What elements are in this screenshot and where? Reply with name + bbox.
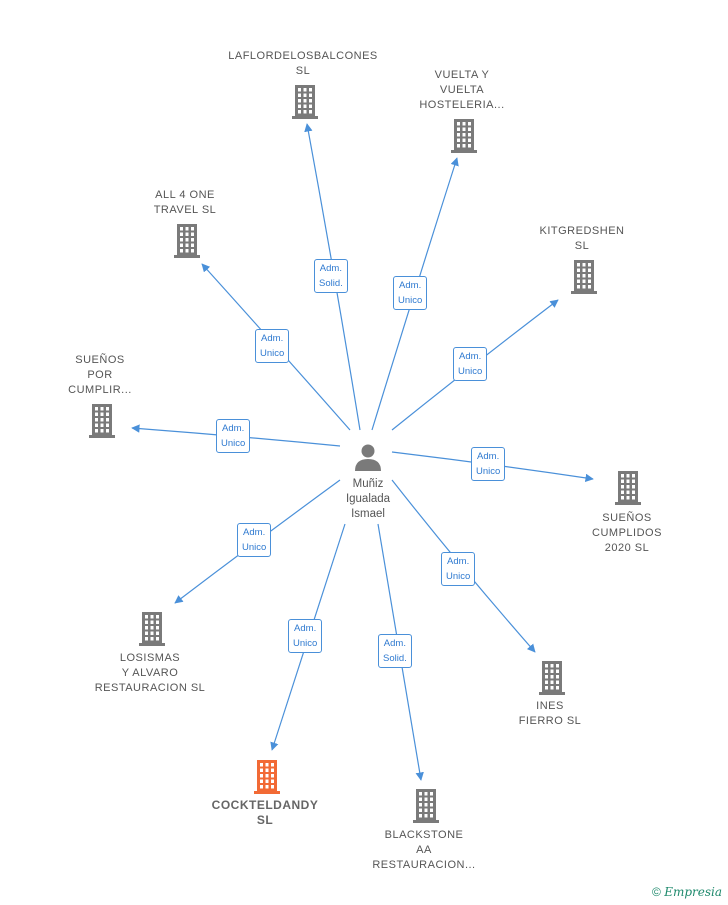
building-icon[interactable] xyxy=(292,85,318,119)
company-label-kitgredshen[interactable]: KITGREDSHEN SL xyxy=(539,225,625,252)
building-icon[interactable] xyxy=(615,471,641,505)
building-icon[interactable] xyxy=(139,612,165,646)
brand-name: Empresia xyxy=(664,885,722,899)
company-label-cockteldandy[interactable]: COCKTELDANDY SL xyxy=(211,798,319,827)
building-icon[interactable] xyxy=(174,224,200,258)
relation-badge: Adm. Unico xyxy=(216,419,251,453)
relation-badge: Adm. Unico xyxy=(393,276,428,310)
company-label-blackstone[interactable]: BLACKSTONE AA RESTAURACION... xyxy=(372,828,476,871)
company-label-laflor[interactable]: LAFLORDELOSBALCONES SL xyxy=(228,50,378,77)
relation-badge: Adm. Unico xyxy=(237,523,272,557)
person-name[interactable]: Muñiz Igualada Ismael xyxy=(345,478,391,520)
company-label-ines[interactable]: INES FIERRO SL xyxy=(518,700,582,727)
relation-badge: Adm. Unico xyxy=(441,552,476,586)
relation-badge: Adm. Unico xyxy=(288,619,323,653)
company-label-suenos2020[interactable]: SUEÑOS CUMPLIDOS 2020 SL xyxy=(592,511,662,554)
person-icon xyxy=(361,444,375,458)
company-label-suenospor[interactable]: SUEÑOS POR CUMPLIR... xyxy=(68,353,132,396)
building-icon[interactable] xyxy=(571,260,597,294)
building-icon[interactable] xyxy=(539,661,565,695)
footer-brand: © Empresia xyxy=(652,885,722,899)
relation-badge: Adm. Solid. xyxy=(314,259,348,293)
copyright-icon: © xyxy=(652,885,661,899)
company-label-vuelta[interactable]: VUELTA Y VUELTA HOSTELERIA... xyxy=(419,68,505,111)
building-icon[interactable] xyxy=(413,789,439,823)
person-icon-body xyxy=(355,459,381,471)
relation-badge: Adm. Unico xyxy=(255,329,290,363)
relation-badge: Adm. Unico xyxy=(453,347,488,381)
relation-badge: Adm. Unico xyxy=(471,447,506,481)
building-icon[interactable] xyxy=(254,760,280,794)
building-icon[interactable] xyxy=(89,404,115,438)
relation-badge: Adm. Solid. xyxy=(378,634,412,668)
building-icon[interactable] xyxy=(451,119,477,153)
company-label-allone[interactable]: ALL 4 ONE TRAVEL SL xyxy=(153,189,217,216)
person-node[interactable] xyxy=(355,444,381,472)
company-label-losismas[interactable]: LOSISMAS Y ALVARO RESTAURACION SL xyxy=(94,651,206,694)
